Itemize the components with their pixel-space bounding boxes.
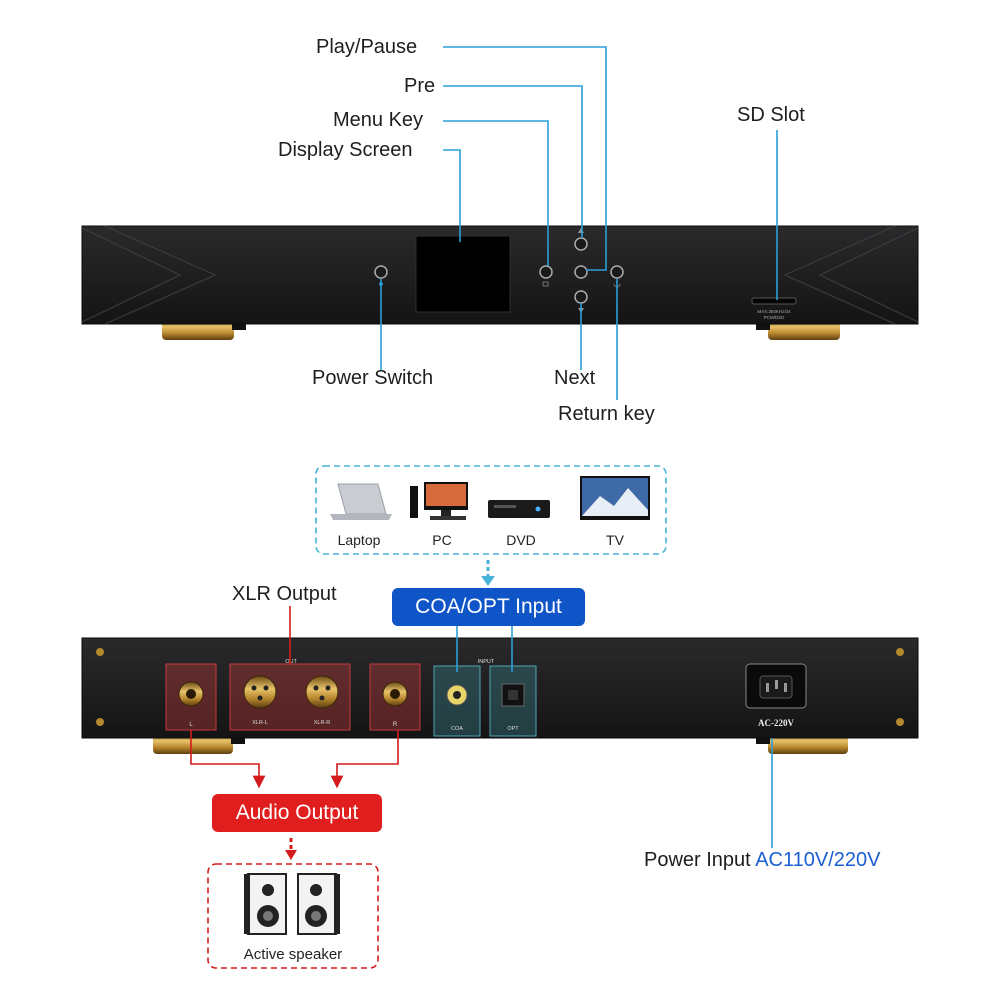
pre-button (574, 237, 588, 251)
next-button (574, 290, 588, 304)
svg-text:XLR-R: XLR-R (314, 720, 331, 726)
rear-panel: L XLR-L XLR-R OUT R COA OPT INPUT AC-220… (81, 637, 919, 754)
sources-box (315, 465, 667, 586)
menu-key-label: Menu Key (333, 109, 424, 131)
speaker-icon (244, 873, 340, 935)
display-screen (415, 235, 511, 313)
front-callouts (380, 46, 778, 400)
return-key-label: Return key (558, 403, 655, 425)
source-tv-label: TV (606, 532, 624, 548)
return-button (610, 265, 624, 279)
svg-text:OUT: OUT (285, 659, 297, 665)
laptop-icon (330, 483, 392, 520)
coa-opt-input-badge: COA/OPT Input (392, 588, 585, 626)
pc-icon (410, 482, 468, 520)
sd-slot-label: SD Slot (737, 104, 805, 126)
svg-text:XLR-L: XLR-L (252, 720, 268, 726)
power-input-label: Power Input AC110V/220V (644, 848, 880, 872)
power-input-voltage: AC110V/220V (755, 849, 881, 871)
speakers-box (207, 863, 379, 969)
audio-output-badge: Audio Output (212, 794, 382, 832)
menu-button (539, 265, 553, 279)
dvd-icon (488, 500, 550, 518)
svg-text:OPT: OPT (507, 726, 519, 732)
svg-text:R: R (393, 722, 398, 728)
svg-text:L: L (189, 722, 193, 728)
play-pause-label: Play/Pause (316, 36, 418, 58)
source-dvd-label: DVD (506, 532, 536, 548)
pre-label: Pre (404, 75, 436, 97)
power-switch-label: Power Switch (312, 367, 434, 389)
power-button (374, 265, 388, 279)
display-screen-label: Display Screen (278, 139, 413, 161)
svg-text:AC-220V: AC-220V (758, 718, 794, 728)
power-input-text: Power Input (644, 849, 751, 871)
source-pc-label: PC (432, 532, 452, 548)
front-panel: MAX:384KHz/24 PCM/DSD (81, 225, 919, 340)
play-pause-button (574, 265, 588, 279)
svg-text:INPUT: INPUT (478, 659, 495, 665)
tv-icon (580, 476, 650, 520)
source-laptop-label: Laptop (337, 532, 381, 548)
sd-slot (751, 297, 797, 305)
svg-text:MAX:384KHz/24: MAX:384KHz/24 (757, 309, 791, 314)
active-speaker-label: Active speaker (243, 946, 343, 963)
xlr-output-label: XLR Output (232, 583, 337, 605)
svg-text:PCM/DSD: PCM/DSD (764, 315, 786, 320)
svg-text:COA: COA (451, 726, 463, 732)
rear-callouts (190, 606, 773, 860)
next-label: Next (554, 367, 596, 389)
